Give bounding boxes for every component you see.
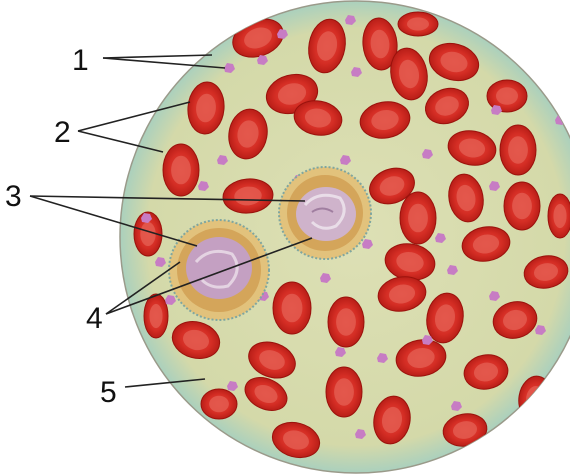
white-blood-cell-lower: [169, 220, 269, 320]
red-blood-cell: [398, 12, 438, 36]
label-2: 2: [54, 116, 71, 149]
pointer-1a: [103, 55, 212, 58]
red-blood-cell: [504, 182, 540, 230]
label-3: 3: [5, 180, 22, 213]
red-blood-cell: [548, 194, 570, 238]
red-blood-cell: [144, 294, 168, 338]
red-blood-cell: [500, 125, 536, 175]
label-1: 1: [72, 44, 89, 77]
red-blood-cell: [400, 192, 436, 244]
red-blood-cell: [273, 282, 311, 334]
red-blood-cell: [326, 367, 362, 417]
label-5: 5: [100, 376, 117, 409]
platelet: [507, 11, 518, 21]
red-blood-cell: [201, 389, 237, 419]
red-blood-cell: [328, 297, 364, 347]
red-blood-cell: [163, 144, 199, 196]
label-4: 4: [86, 302, 103, 335]
